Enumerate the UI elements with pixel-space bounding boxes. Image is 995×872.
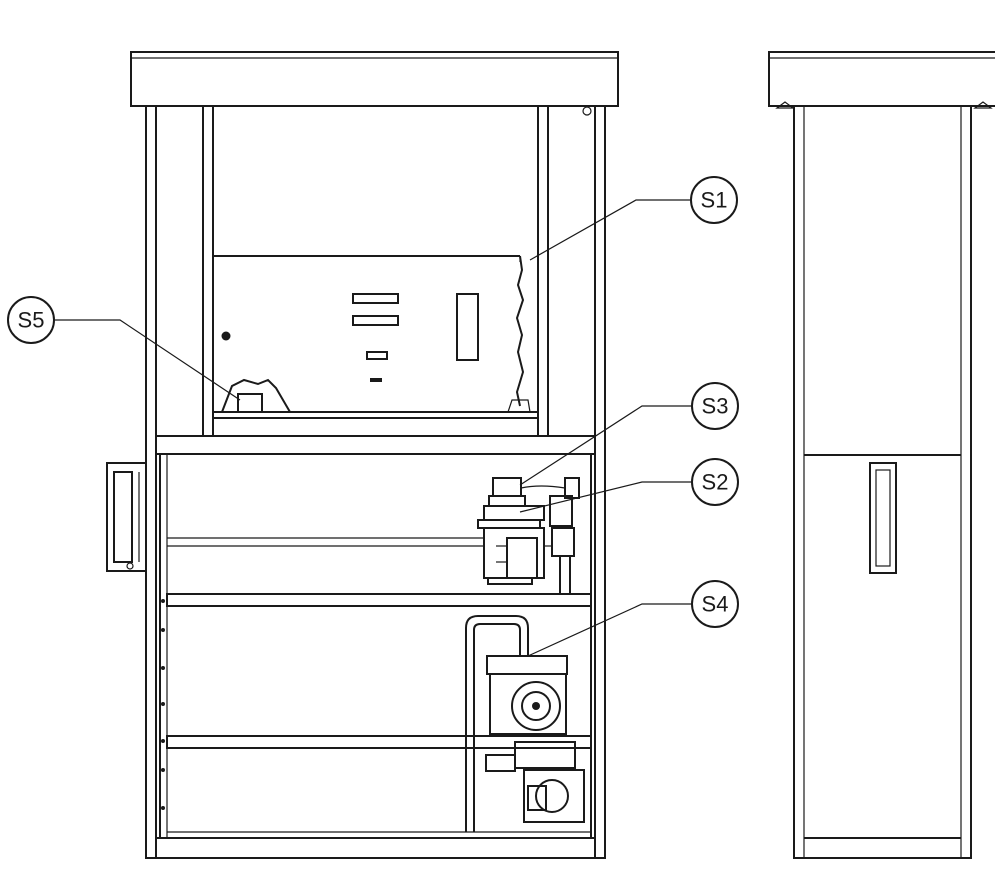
lower-cabinet-ledge	[155, 435, 596, 455]
side-view	[768, 51, 995, 859]
canopy-bolt	[582, 106, 592, 116]
front-view	[106, 51, 619, 859]
callout-s4: S4	[527, 580, 739, 657]
lower-cabinet	[159, 453, 592, 839]
callout-s3: S3	[519, 382, 739, 486]
upper-frame-right	[537, 105, 549, 437]
callout-bubble-s1	[690, 176, 738, 224]
upper-valve-assembly	[477, 477, 580, 595]
callout-bubble-s5	[7, 296, 55, 344]
callout-label-s4: S4	[702, 592, 729, 617]
callout-s1: S1	[529, 176, 738, 261]
shelf-upper	[166, 593, 592, 607]
callout-bubble-s3	[691, 382, 739, 430]
electronics-panel	[212, 255, 538, 419]
callout-bubble-s2	[691, 458, 739, 506]
cabinet-left-post	[145, 105, 157, 859]
shelf-lower	[166, 735, 592, 749]
upper-frame-left	[202, 105, 214, 437]
side-handle-left	[106, 462, 147, 572]
callout-s5: S5	[7, 296, 241, 401]
pump-unit	[485, 655, 585, 823]
side-handle-right	[869, 462, 897, 574]
callout-label-s2: S2	[702, 470, 729, 495]
callout-label-s3: S3	[702, 394, 729, 419]
side-cabinet	[793, 105, 972, 859]
callout-bubble-s4	[691, 580, 739, 628]
callout-s2: S2	[519, 458, 739, 513]
side-canopy	[768, 51, 995, 107]
callout-label-s1: S1	[701, 188, 728, 213]
callout-label-s5: S5	[18, 308, 45, 333]
front-canopy	[130, 51, 619, 107]
bypass-pipe	[465, 615, 529, 832]
